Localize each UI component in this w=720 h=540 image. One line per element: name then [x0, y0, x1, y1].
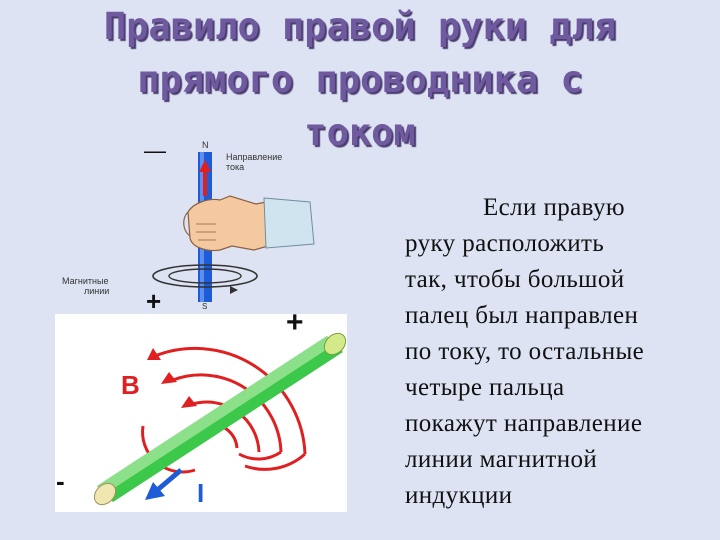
title-line-2: прямого проводника с — [137, 58, 583, 101]
field-arc-front-1 — [244, 452, 307, 471]
plus-sign-bottom-text: + — [286, 306, 304, 336]
sleeve — [263, 197, 315, 249]
rod-end-top — [323, 332, 347, 356]
body-line-8: линии магнитной — [405, 446, 598, 473]
current-arrow-head — [199, 160, 211, 172]
label-i: I — [197, 478, 204, 508]
current-arrow-bottom — [153, 468, 183, 494]
body-line-9: индукции — [405, 482, 513, 509]
label-n: N — [202, 140, 209, 150]
minus-sign: — — [144, 138, 166, 163]
body-line-5: по току, то остальные — [405, 338, 645, 365]
current-arrow-bottom-head — [145, 482, 165, 500]
rod-field-svg: B I — [93, 332, 347, 508]
plus-sign-top: + — [146, 286, 161, 310]
body-line-2: руку расположить — [405, 230, 605, 257]
field-line-outer — [152, 264, 258, 288]
label-b: B — [121, 370, 140, 400]
plus-sign-bottom: + — [286, 306, 304, 336]
current-label-1: Направление — [226, 152, 282, 162]
slide-title: Правило правой руки для прямого проводни… — [60, 0, 660, 159]
label-s: S — [202, 302, 207, 310]
rod-field-figure: B I — [55, 314, 347, 512]
hand-conductor-figure: — N Направление тока Магнитные линии S + — [62, 138, 315, 310]
title-line-3: током — [304, 111, 416, 154]
rule-description: Если правую руку расположить так, чтобы … — [405, 190, 710, 514]
field-arc-2 — [172, 373, 283, 453]
minus-sign-bottom: - — [56, 470, 65, 496]
body-line-3: так, чтобы большой — [405, 266, 625, 293]
field-arc-front-2 — [238, 450, 282, 461]
rod-end-bottom — [93, 482, 117, 506]
title-line-1: Правило правой руки для — [103, 5, 617, 48]
body-line-4: палец был направлен — [405, 302, 639, 329]
hand — [187, 195, 269, 252]
minus-sign-bottom-text: - — [56, 470, 65, 496]
body-line-7: покажут направление — [405, 410, 643, 437]
body-line-1: Если правую — [483, 194, 625, 221]
field-label-1: Магнитные — [62, 276, 108, 286]
field-line-inner — [168, 268, 242, 284]
current-label-2: тока — [226, 162, 244, 172]
body-line-6: четыре пальца — [405, 374, 565, 401]
field-label-2: линии — [84, 286, 109, 296]
field-arc-1 — [154, 346, 307, 455]
